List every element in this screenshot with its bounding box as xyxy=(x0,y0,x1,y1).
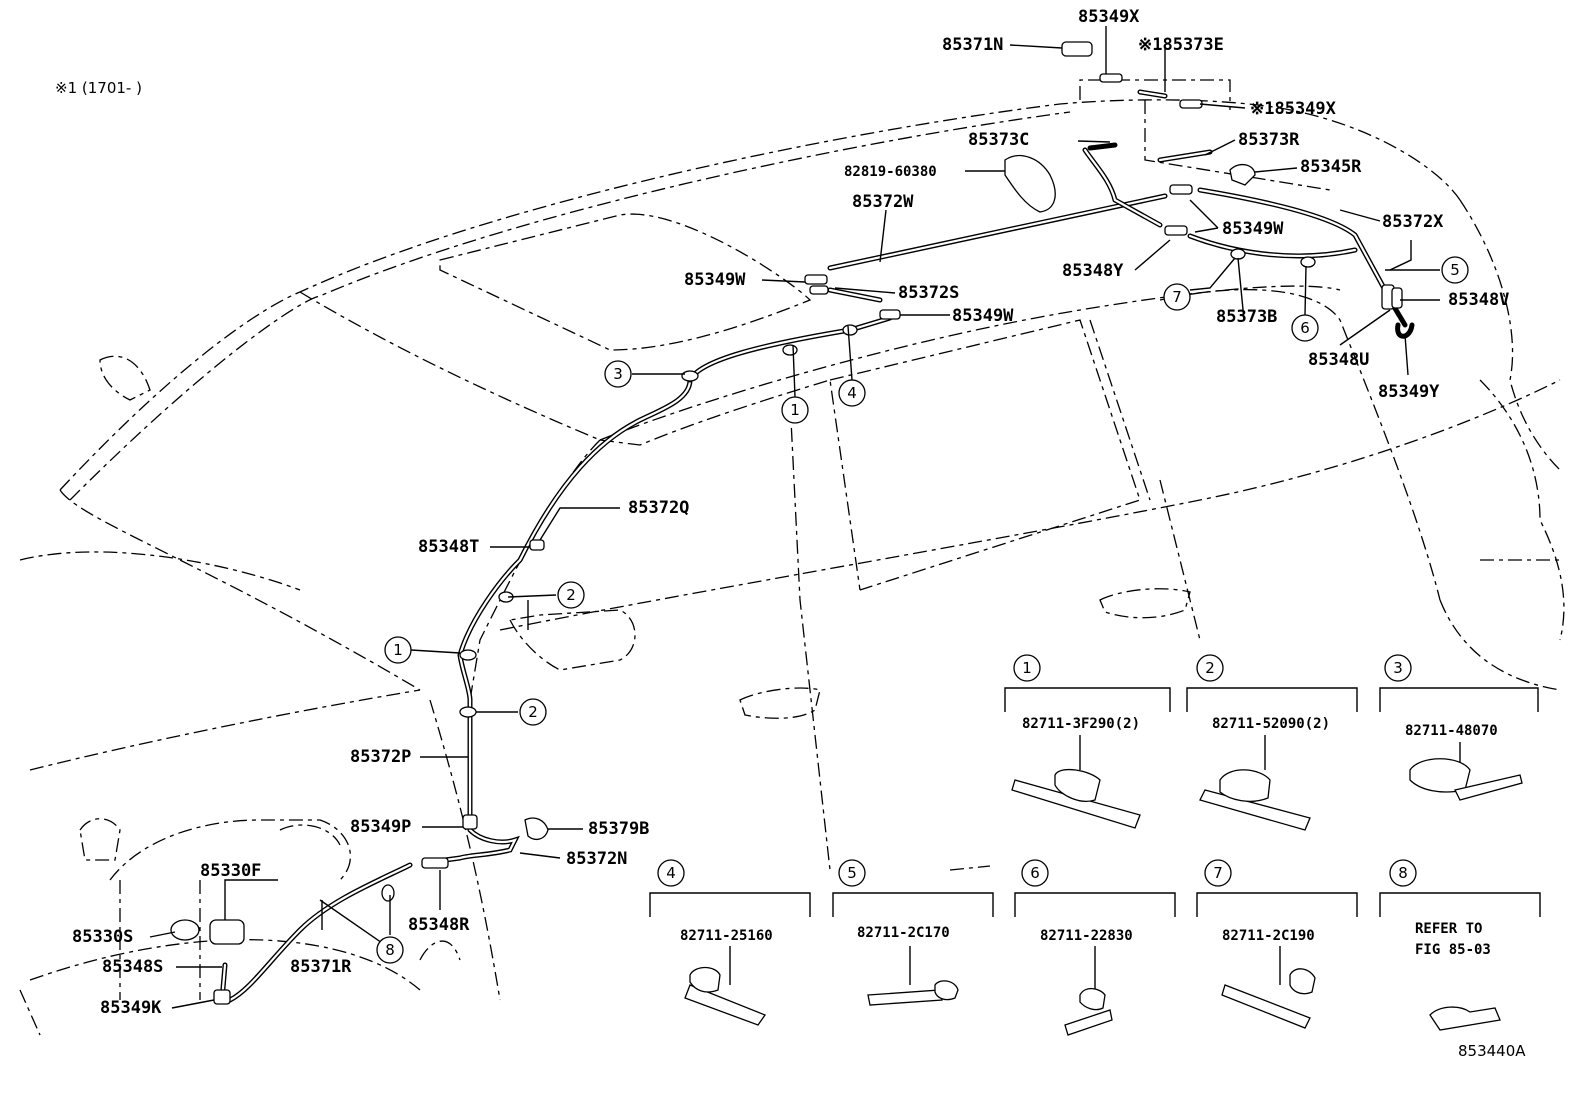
clip-8-ref-line2: FIG 85-03 xyxy=(1415,942,1491,958)
label-85348R: 85348R xyxy=(408,915,470,935)
callout-7-main: 7 xyxy=(1163,283,1191,311)
svg-text:2: 2 xyxy=(528,703,538,721)
label-85349K: 85349K xyxy=(100,998,162,1018)
part-labels: 85349X 85371N ※185373E ※185349X 85373C 8… xyxy=(72,7,1509,1018)
label-85349W-mid: 85349W xyxy=(952,306,1014,326)
clip-2-part: 82711-52090(2) xyxy=(1212,716,1330,732)
clip-8-ref-line1: REFER TO xyxy=(1415,921,1482,937)
label-85330F: 85330F xyxy=(200,861,261,881)
callout-1-main-a: 1 xyxy=(781,396,809,424)
label-85348T: 85348T xyxy=(418,537,479,557)
label-85372Q: 85372Q xyxy=(628,498,689,518)
callout-5-main: 5 xyxy=(1441,256,1469,284)
svg-text:3: 3 xyxy=(613,365,623,383)
clip-panel-1: 1 82711-3F290(2) xyxy=(1004,654,1171,829)
svg-text:2: 2 xyxy=(1205,659,1215,677)
label-85348Y: 85348Y xyxy=(1062,261,1124,281)
clip-1-part: 82711-3F290(2) xyxy=(1022,716,1140,732)
svg-text:1: 1 xyxy=(1022,659,1032,677)
callout-1-main-b: 1 xyxy=(384,636,412,664)
washer-hoses xyxy=(219,89,1415,1003)
model-note: ※1 (1701- ) xyxy=(55,79,142,97)
svg-text:7: 7 xyxy=(1172,288,1182,306)
svg-text:4: 4 xyxy=(847,384,857,402)
clip-4-part: 82711-25160 xyxy=(680,928,773,944)
main-callouts: 3 1 4 5 7 6 2 1 2 8 xyxy=(376,256,1469,964)
svg-text:6: 6 xyxy=(1030,864,1040,882)
clip-panel-8: 8 REFER TO FIG 85-03 xyxy=(1379,859,1541,1031)
svg-text:4: 4 xyxy=(666,864,676,882)
label-85372P: 85372P xyxy=(350,747,411,767)
leader-lines xyxy=(149,26,1440,1009)
clip-3-part: 82711-48070 xyxy=(1405,723,1498,739)
svg-text:6: 6 xyxy=(1300,319,1310,337)
part-85379B xyxy=(524,817,549,841)
label-85371N: 85371N xyxy=(942,35,1003,55)
callout-3-main: 3 xyxy=(604,360,632,388)
label-85373R: 85373R xyxy=(1238,130,1300,150)
label-85373C: 85373C xyxy=(968,130,1029,150)
clip-panel-2: 2 82711-52090(2) xyxy=(1186,654,1358,831)
clip-panel-5: 5 82711-2C170 xyxy=(832,859,994,1006)
svg-text:8: 8 xyxy=(1398,864,1408,882)
engine-bay-sketch xyxy=(19,818,461,1036)
label-85373B: 85373B xyxy=(1216,307,1277,327)
callout-4-main: 4 xyxy=(838,379,866,407)
nozzle-82819 xyxy=(1004,155,1056,213)
clip-5-part: 82711-2C170 xyxy=(857,925,950,941)
svg-text:5: 5 xyxy=(847,864,857,882)
label-85349X-note: ※185349X xyxy=(1250,99,1337,119)
label-85371R: 85371R xyxy=(290,957,352,977)
label-85348S: 85348S xyxy=(102,957,163,977)
clip-panel-6: 6 82711-22830 xyxy=(1014,859,1176,1036)
label-85349X: 85349X xyxy=(1078,7,1140,27)
nozzle-part xyxy=(1061,41,1093,57)
label-85330S: 85330S xyxy=(72,927,133,947)
figure-id: 853440A xyxy=(1458,1042,1526,1060)
label-85349P: 85349P xyxy=(350,817,411,837)
clip-6-part: 82711-22830 xyxy=(1040,928,1133,944)
clip-7-part: 82711-2C190 xyxy=(1222,928,1315,944)
label-85372W: 85372W xyxy=(852,192,914,212)
label-85345R: 85345R xyxy=(1300,157,1362,177)
svg-text:3: 3 xyxy=(1393,659,1403,677)
clip-panel-4: 4 82711-25160 xyxy=(649,859,811,1026)
label-85373E: ※185373E xyxy=(1138,35,1224,55)
callout-6-main: 6 xyxy=(1291,314,1319,342)
label-85348V: 85348V xyxy=(1448,290,1509,310)
label-85372X: 85372X xyxy=(1382,212,1444,232)
svg-text:7: 7 xyxy=(1213,864,1223,882)
label-85372S: 85372S xyxy=(898,283,959,303)
svg-text:1: 1 xyxy=(393,641,403,659)
clip-panel-3: 3 82711-48070 xyxy=(1379,654,1539,801)
label-85349W-right: 85349W xyxy=(1222,219,1284,239)
clip-panel-7: 7 82711-2C190 xyxy=(1196,859,1358,1029)
svg-text:1: 1 xyxy=(790,401,800,419)
label-85349W-left: 85349W xyxy=(684,270,746,290)
svg-text:2: 2 xyxy=(566,586,576,604)
svg-text:8: 8 xyxy=(385,941,395,959)
label-85349Y: 85349Y xyxy=(1378,382,1440,402)
callout-2-main-a: 2 xyxy=(557,581,585,609)
label-85348U: 85348U xyxy=(1308,350,1369,370)
label-85372N: 85372N xyxy=(566,849,627,869)
callout-2-main-b: 2 xyxy=(519,698,547,726)
label-82819-60380: 82819-60380 xyxy=(844,164,937,180)
pump-85330F xyxy=(209,919,245,945)
svg-text:5: 5 xyxy=(1450,261,1460,279)
label-85379B: 85379B xyxy=(588,819,649,839)
callout-8-main: 8 xyxy=(376,936,404,964)
